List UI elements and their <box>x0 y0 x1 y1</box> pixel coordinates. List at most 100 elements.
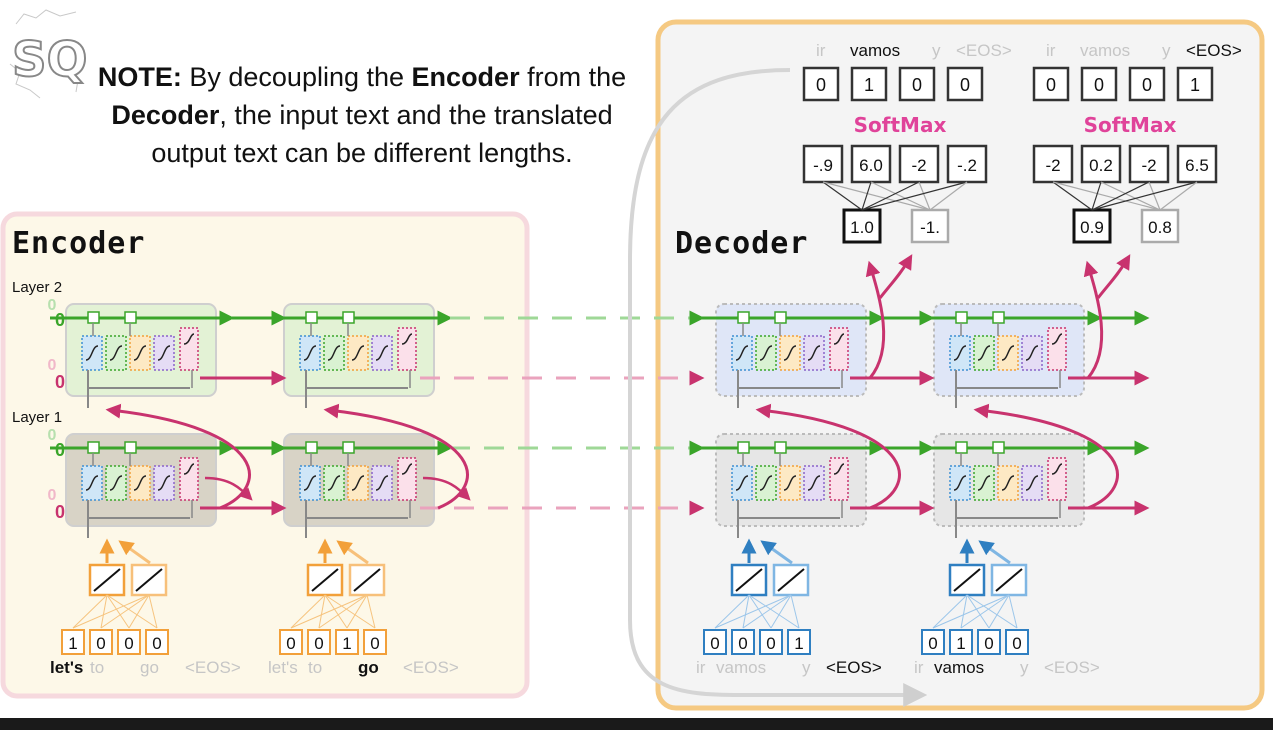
fan-line <box>290 594 368 629</box>
fan-line <box>960 594 1010 629</box>
feedback-loop-arrow <box>628 68 928 707</box>
add-node <box>124 441 137 454</box>
layer-up-arrow <box>105 403 251 510</box>
fan-line <box>324 594 376 629</box>
multiply-node <box>737 441 750 454</box>
input-word: ir <box>696 658 706 677</box>
fc-line <box>822 181 863 211</box>
sigmoid-icon <box>351 475 365 491</box>
fc-line <box>1052 181 1161 211</box>
linear-activation <box>777 568 805 592</box>
sigmoid-icon <box>157 475 171 491</box>
layer-up-arrow <box>323 403 469 510</box>
input-word: <EOS> <box>826 658 882 677</box>
softmax-label: SoftMax <box>1084 113 1177 137</box>
embedding-fan <box>72 594 158 629</box>
tanh-icon <box>1051 333 1063 345</box>
statquest-logo: SQ <box>6 4 88 102</box>
onehot-value: 1 <box>342 634 351 653</box>
onehot-value: 0 <box>370 634 379 653</box>
softmax-cell <box>850 66 888 102</box>
lstm-unit <box>918 303 1103 408</box>
note-prefix: NOTE: <box>97 62 182 92</box>
fan-line <box>966 594 990 629</box>
onehot-cell <box>89 629 113 655</box>
sigmoid-icon <box>133 345 147 361</box>
note-t3: , the input text and the translated outp… <box>151 100 613 168</box>
fan-line <box>988 594 1010 629</box>
onehot-value: 0 <box>710 634 719 653</box>
fan-line <box>128 594 150 629</box>
sigmoid-icon <box>133 475 147 491</box>
onehot-cell <box>949 629 973 655</box>
fan-line <box>790 594 800 629</box>
fan-line <box>714 594 750 629</box>
onehot-value: 0 <box>96 634 105 653</box>
softmax-value: 0 <box>1142 75 1152 95</box>
logit-value: 0.2 <box>1089 156 1113 175</box>
onehot-value: 0 <box>152 634 161 653</box>
sigmoid-icon <box>977 345 991 361</box>
input-word: <EOS> <box>1044 658 1100 677</box>
onehot-value: 0 <box>314 634 323 653</box>
tanh-box <box>397 457 417 501</box>
multiply-node <box>955 441 968 454</box>
fc-line <box>870 181 931 211</box>
logit-value: -.9 <box>813 156 833 175</box>
fan-line <box>290 594 326 629</box>
tanh-box <box>397 327 417 371</box>
logit-cell <box>946 144 988 184</box>
softmax-value: 0 <box>1094 75 1104 95</box>
sigmoid-icon <box>953 345 967 361</box>
onehot-cell <box>61 629 85 655</box>
word-label: let's <box>268 658 298 677</box>
fc-cell <box>842 208 882 244</box>
onehot-value: 0 <box>1012 634 1021 653</box>
embed-to-lstm <box>118 540 151 565</box>
onehot-cell <box>731 629 755 655</box>
multiply-node <box>305 311 318 324</box>
ghost-zero: 0 <box>48 297 57 314</box>
softmax-value: 1 <box>864 75 874 95</box>
sigmoid-icon <box>327 345 341 361</box>
input-word: vamos <box>716 658 766 677</box>
fan-line <box>1008 594 1018 629</box>
encoder-embedding <box>306 563 386 597</box>
output-word: y <box>1162 41 1171 60</box>
fan-line <box>106 594 130 629</box>
fan-line <box>748 594 772 629</box>
logit-value: -2 <box>1045 156 1060 175</box>
note-encoder: Encoder <box>411 62 520 92</box>
onehot-cell <box>787 629 811 655</box>
sigmoid-icon <box>1001 345 1015 361</box>
lstm-unit <box>268 303 453 408</box>
softmax-value: 0 <box>912 75 922 95</box>
add-node <box>774 311 787 324</box>
onehot-value: 0 <box>984 634 993 653</box>
sigmoid-icon <box>759 475 773 491</box>
onehot-cell <box>703 629 727 655</box>
encoder-title: Encoder <box>12 226 146 261</box>
fan-line <box>106 594 158 629</box>
fc-line <box>1052 181 1093 211</box>
ghost-zero: 0 <box>48 487 57 504</box>
add-node <box>342 441 355 454</box>
output-arrow <box>422 476 471 501</box>
logo-icon: SQ <box>9 9 88 99</box>
softmax-cell <box>1128 66 1166 102</box>
sigmoid-icon <box>303 475 317 491</box>
logo-letters: SQ <box>12 32 87 88</box>
fc-cell <box>910 208 950 244</box>
note-t1: By decoupling the <box>181 62 412 92</box>
fc-line <box>918 181 931 211</box>
onehot-cell <box>921 629 945 655</box>
tanh-box <box>179 457 199 501</box>
sigmoid-icon <box>1025 475 1039 491</box>
logit-value: -2 <box>911 156 926 175</box>
sigmoid-icon <box>807 475 821 491</box>
fc-value: 0.8 <box>1148 218 1172 237</box>
